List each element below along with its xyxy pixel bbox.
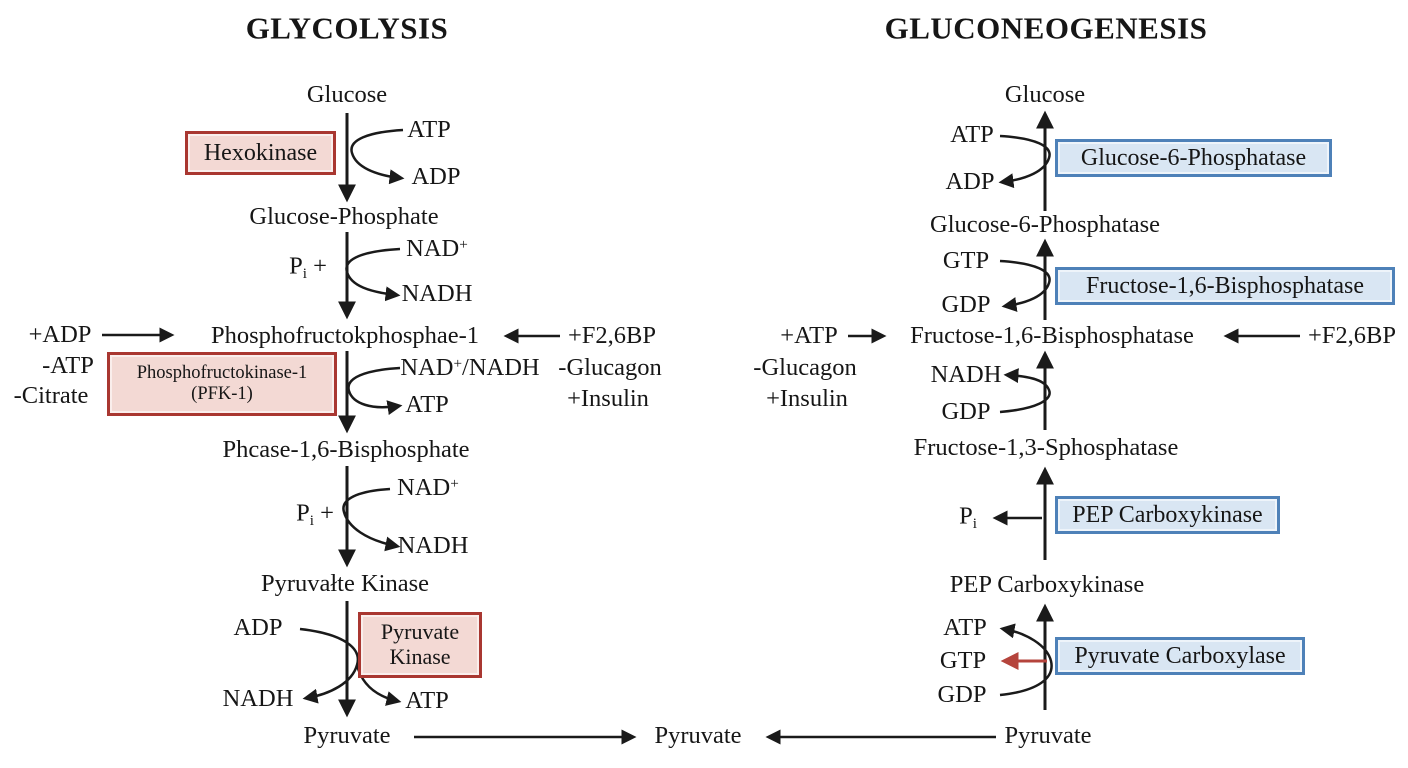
metabolite-pep-carboxykinase: PEP Carboxykinase — [949, 570, 1145, 598]
metabolite-fructose-16-bisphosphatase: Fructose-1,6-Bisphosphatase — [910, 321, 1194, 349]
cofactor-gdp: GDP — [941, 290, 991, 318]
enzyme-label-line1: Pyruvate — [380, 619, 460, 645]
metabolite-glucose: Glucose — [1004, 80, 1086, 108]
cofactor-nad-nadh: NAD+/NADH — [400, 353, 540, 381]
curve-atp-adp-hexokinase — [350, 128, 405, 185]
cofactor-nadh: NADH — [222, 684, 294, 712]
regulator-plus-f26bp-left: +F2,6BP — [567, 321, 657, 349]
cofactor-atp: ATP — [950, 120, 994, 148]
enzyme-label-line1: Phosphofructokinase-1 — [136, 363, 308, 384]
metabolite-glucose-6-phosphatase: Glucose-6-Phosphatase — [930, 210, 1160, 238]
regulator-plus-insulin-right: +Insulin — [766, 384, 848, 412]
cofactor-nadh: NADH — [930, 360, 1002, 388]
metabolite-pyruvalte-kinase: Pyruvałte Kinase — [260, 569, 430, 597]
cofactor-pi: Pi — [959, 502, 977, 533]
curve-gtp-gdp — [999, 259, 1051, 312]
curve-gdp-to-atp — [999, 623, 1053, 697]
metabolite-pyruvate-left: Pyruvate — [303, 721, 391, 749]
enzyme-label-line2: Kinase — [389, 644, 451, 669]
cofactor-nadh: NADH — [401, 279, 473, 307]
enzyme-label: Pyruvate Carboxylase — [1074, 642, 1286, 669]
cofactor-pi-plus: Pi + — [289, 252, 327, 283]
curve-nad-nadh-2 — [342, 487, 401, 552]
regulator-minus-atp: -ATP — [42, 351, 94, 379]
cofactor-gdp: GDP — [941, 397, 991, 425]
metabolite-glucose: Glucose — [306, 80, 388, 108]
enzyme-label: Glucose-6-Phosphatase — [1080, 144, 1307, 171]
regulator-minus-citrate: -Citrate — [13, 381, 89, 409]
cofactor-nad-plus: NAD+ — [406, 234, 468, 262]
regulator-minus-glucagon-right: -Glucagon — [753, 353, 857, 381]
metabolite-phosphofructokphosphae-1: Phosphofructokphosphae-1 — [210, 321, 480, 349]
cofactor-pi-plus: Pi + — [296, 499, 334, 530]
enzyme-box-pfk1: Phosphofructokinase-1 (PFK-1) — [107, 352, 337, 416]
cofactor-atp: ATP — [943, 613, 987, 641]
regulator-plus-atp-right: +ATP — [780, 321, 838, 349]
cofactor-adp: ADP — [233, 613, 283, 641]
curve-atp-adp-g6pase — [998, 134, 1051, 189]
cofactor-atp: ATP — [405, 390, 449, 418]
regulator-plus-adp: +ADP — [28, 320, 92, 348]
title-gluconeogenesis: GLUCONEOGENESIS — [884, 10, 1208, 46]
enzyme-label: Fructose-1,6-Bisphosphatase — [1086, 272, 1364, 299]
enzyme-label: Hexokinase — [203, 139, 318, 166]
enzyme-box-glucose-6-phosphatase: Glucose-6-Phosphatase — [1055, 139, 1332, 177]
curve-nad-nadh-1 — [345, 247, 401, 302]
regulator-minus-glucagon-left: -Glucagon — [558, 353, 662, 381]
enzyme-box-pyruvate-kinase: Pyruvate Kinase — [358, 612, 482, 678]
enzyme-label: PEP Carboxykinase — [1072, 501, 1263, 528]
regulator-plus-f26bp-right: +F2,6BP — [1307, 321, 1397, 349]
enzyme-box-fructose-16-bisphosphatase: Fructose-1,6-Bisphosphatase — [1055, 267, 1395, 305]
metabolite-glucose-phosphate: Glucose-Phosphate — [249, 202, 439, 230]
curve-nadnadh-atp-pfk — [347, 366, 403, 416]
regulator-plus-insulin-left: +Insulin — [567, 384, 649, 412]
cofactor-atp: ATP — [405, 686, 449, 714]
enzyme-box-hexokinase: Hexokinase — [185, 131, 336, 175]
title-glycolysis: GLYCOLYSIS — [245, 10, 449, 46]
curve-adp-to-nadh — [299, 627, 360, 704]
metabolite-fructose-13-sphosphatase: Fructose-1,3-Sphosphatase — [913, 433, 1179, 461]
cofactor-gtp: GTP — [939, 646, 987, 674]
curve-gdp-to-nadh — [999, 368, 1051, 414]
cofactor-nadh: NADH — [397, 531, 469, 559]
enzyme-label-line2: (PFK-1) — [191, 384, 253, 404]
cofactor-adp: ADP — [945, 167, 995, 195]
metabolite-pyruvate-center: Pyruvate — [654, 721, 742, 749]
enzyme-box-pyruvate-carboxylase: Pyruvate Carboxylase — [1055, 637, 1305, 675]
cofactor-nad-plus: NAD+ — [397, 473, 459, 501]
cofactor-adp: ADP — [411, 162, 461, 190]
metabolite-pyruvate-right: Pyruvate — [1004, 721, 1092, 749]
enzyme-box-pep-carboxykinase: PEP Carboxykinase — [1055, 496, 1280, 534]
metabolite-phcase-16-bisphosphate: Phcase-1,6-Bisphosphate — [222, 435, 470, 463]
cofactor-gdp: GDP — [937, 680, 987, 708]
cofactor-gtp: GTP — [942, 246, 990, 274]
cofactor-atp: ATP — [407, 115, 451, 143]
